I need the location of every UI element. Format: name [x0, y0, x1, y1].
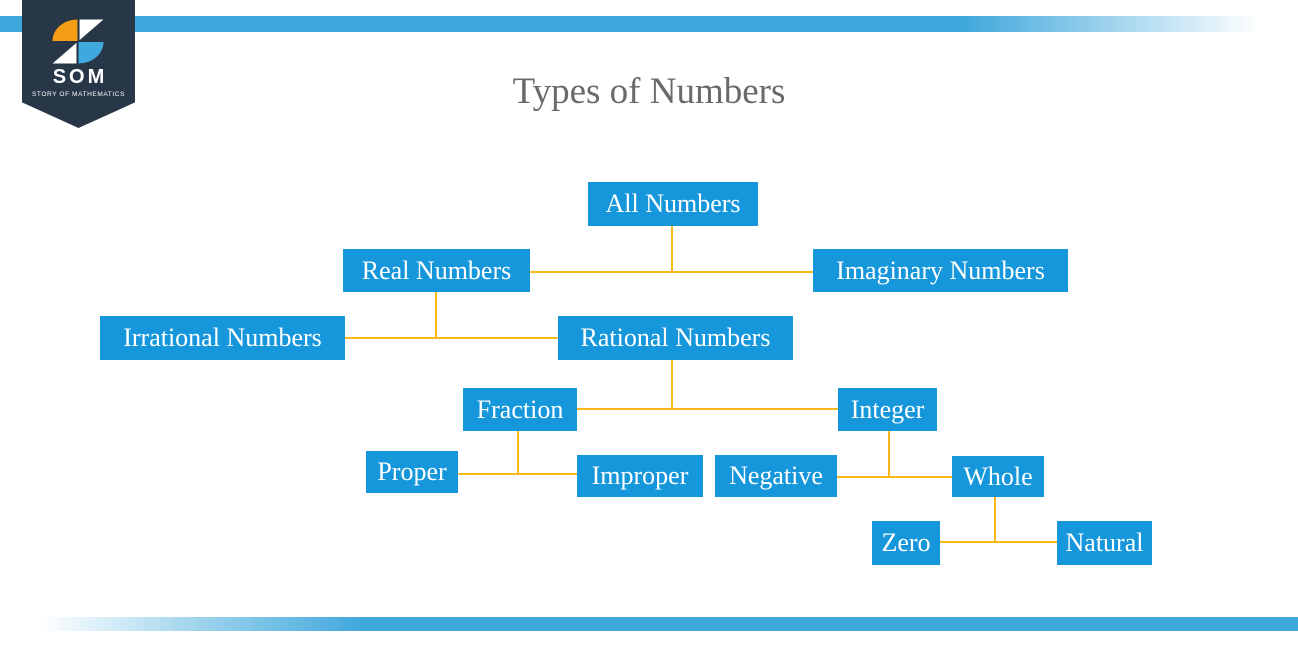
node-proper: Proper	[366, 451, 458, 493]
node-whole: Whole	[952, 456, 1044, 497]
logo-white-triangle-bottom	[52, 42, 77, 64]
node-rational-numbers: Rational Numbers	[558, 316, 793, 360]
connector-all-drop	[671, 226, 673, 272]
som-logo-icon	[52, 19, 104, 64]
node-zero: Zero	[872, 521, 940, 565]
connector-fraction-drop	[517, 431, 519, 474]
connector-proper-improper	[458, 473, 577, 475]
node-imaginary-numbers: Imaginary Numbers	[813, 249, 1068, 292]
connector-fraction-integer	[577, 408, 838, 410]
page-title: Types of Numbers	[512, 71, 786, 112]
node-real-numbers: Real Numbers	[343, 249, 530, 292]
node-irrational-numbers: Irrational Numbers	[100, 316, 345, 360]
som-logo-banner: SOM STORY OF MATHEMATICS	[22, 0, 135, 128]
node-improper: Improper	[577, 455, 703, 497]
logo-tagline: STORY OF MATHEMATICS	[31, 91, 126, 98]
logo-orange-quadrant	[52, 19, 78, 42]
connector-negative-whole	[837, 476, 952, 478]
connector-zero-natural	[940, 541, 1057, 543]
connector-real-imaginary	[530, 271, 813, 273]
connector-rational-drop	[671, 360, 673, 409]
connector-integer-drop	[888, 431, 890, 477]
node-negative: Negative	[715, 455, 837, 497]
node-fraction: Fraction	[463, 388, 577, 431]
connector-real-drop	[435, 292, 437, 338]
node-all-numbers: All Numbers	[588, 182, 758, 226]
logo-blue-quadrant	[78, 41, 104, 64]
top-ribbon	[0, 16, 1298, 32]
logo-white-triangle-top	[79, 19, 104, 41]
node-natural: Natural	[1057, 521, 1152, 565]
bottom-ribbon	[0, 617, 1298, 631]
connector-whole-drop	[994, 497, 996, 542]
logo-brand-text: SOM	[52, 66, 108, 88]
connector-irrational-rational	[345, 337, 558, 339]
node-integer: Integer	[838, 388, 937, 431]
